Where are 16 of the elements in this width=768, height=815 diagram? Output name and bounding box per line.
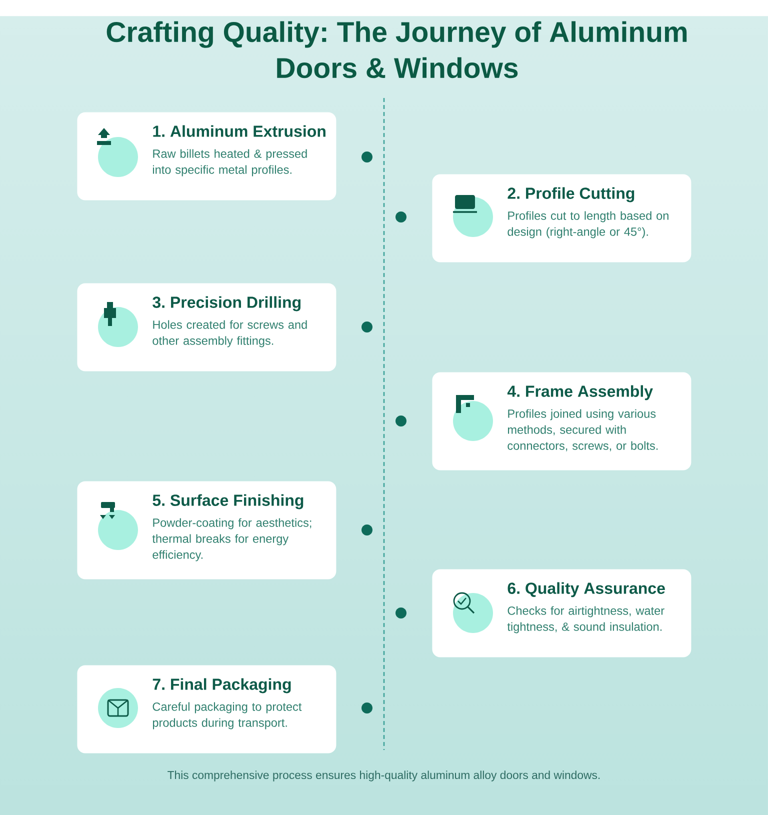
step-heading: 5. Surface Finishing bbox=[152, 494, 304, 510]
title: Crafting Quality: The Journey of Aluminum Doors & Windows bbox=[106, 21, 687, 78]
step-description: Raw billets heated & pressed into specific metal profiles. bbox=[152, 149, 307, 176]
step-heading: 4. Frame Assembly bbox=[507, 385, 653, 400]
step-heading: 7. Final Packaging bbox=[152, 678, 291, 694]
step-description: Powder-coating for aesthetics; thermal breaks for energy efficiency. bbox=[152, 518, 312, 562]
step-description: Profiles cut to length based on design (right-angle or 45°). bbox=[508, 211, 668, 238]
step-heading: 6. Quality Assurance bbox=[508, 582, 665, 598]
step-heading: 1. Aluminum Extrusion bbox=[153, 125, 326, 137]
step-description: Checks for airtightness, water tightness, & sound insulation. bbox=[507, 606, 664, 634]
step-heading: 3. Precision Drilling bbox=[152, 296, 300, 312]
caption: This comprehensive process ensures high-quality aluminum alloy doors and windows. bbox=[168, 770, 600, 782]
step-description: Holes created for screws and other assembly fittings. bbox=[152, 320, 307, 348]
step-description: Profiles joined using various methods, secured with connectors, screws, or bolts. bbox=[508, 409, 658, 452]
step-description: Careful packaging to protect products during transport. bbox=[152, 702, 302, 730]
step-heading: 2. Profile Cutting bbox=[508, 187, 634, 202]
